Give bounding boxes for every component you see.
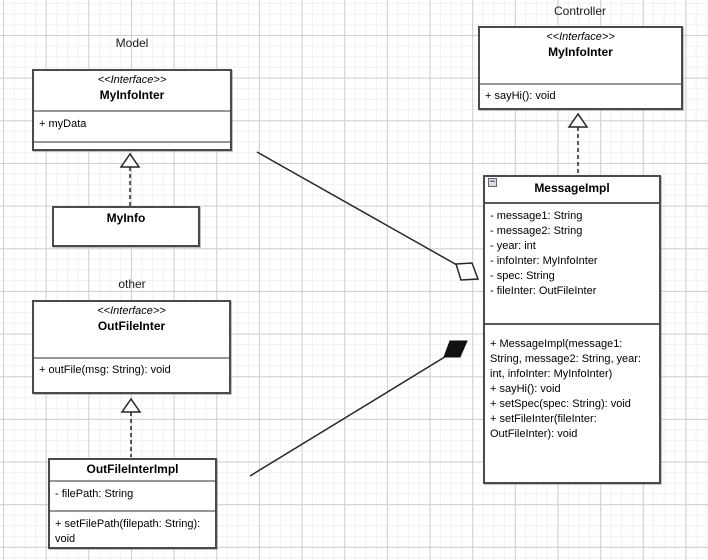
stereotype-label: <<Interface>> — [546, 31, 615, 43]
member-line: + outFile(msg: String): void — [39, 364, 171, 376]
member-line: - year: int — [490, 240, 536, 252]
class-name: MyInfoInter — [99, 88, 165, 102]
member-line: + setFileInter(fileInter: OutFileInter):… — [490, 413, 597, 440]
methods-compartment: + sayHi(): void — [480, 83, 681, 108]
member-line: - filePath: String — [55, 488, 134, 500]
member-line: + setSpec(spec: String): void — [490, 398, 631, 410]
class-name: MyInfoInter — [548, 45, 613, 59]
member-line: + MessageImpl(message1: String, message2… — [490, 338, 642, 380]
package-label-other: other — [118, 277, 146, 291]
realization-connector-outfileinterimpl[interactable] — [120, 397, 142, 457]
class-name: MessageImpl — [534, 181, 610, 195]
member-line: + sayHi(): void — [490, 383, 561, 395]
member-line: + sayHi(): void — [485, 90, 556, 102]
inheritance-triangle-icon — [119, 152, 141, 168]
member-line: + myData — [39, 118, 87, 130]
class-box-myinfointer-model[interactable]: <<Interface>> MyInfoInter + myData — [32, 69, 232, 151]
methods-compartment — [34, 141, 230, 149]
inheritance-triangle-icon — [120, 397, 142, 413]
methods-compartment: + setFilePath(filepath: String): void — [50, 510, 215, 547]
composition-connector[interactable] — [249, 340, 468, 477]
inheritance-triangle-icon — [567, 112, 589, 128]
class-box-outfileinterimpl[interactable]: OutFileInterImpl - filePath: String + se… — [48, 458, 217, 549]
class-name: OutFileInter — [97, 319, 166, 333]
attributes-compartment: + myData — [34, 110, 230, 141]
member-line: - fileInter: OutFileInter — [490, 285, 597, 297]
member-line: - infoInter: MyInfoInter — [490, 255, 598, 267]
package-label-controller: Controller — [553, 4, 607, 18]
package-label-model: Model — [115, 36, 149, 50]
class-box-outfileinter[interactable]: <<Interface>> OutFileInter + outFile(msg… — [32, 300, 231, 394]
stereotype-label: <<Interface>> — [97, 74, 167, 86]
member-line: - message1: String — [490, 210, 583, 222]
class-box-messageimpl[interactable]: − MessageImpl - message1: String- messag… — [483, 175, 661, 484]
attributes-compartment: - message1: String - message2: String - ye… — [485, 202, 659, 323]
collapse-icon[interactable]: − — [488, 177, 497, 187]
realization-connector-myinfo[interactable] — [119, 152, 141, 206]
member-line: - message2: String — [490, 225, 583, 237]
aggregation-connector[interactable] — [256, 151, 480, 281]
class-box-myinfointer-controller[interactable]: <<Interface>> MyInfoInter + sayHi(): voi… — [478, 26, 683, 110]
methods-compartment: + outFile(msg: String): void — [34, 357, 229, 392]
class-box-myinfo[interactable]: MyInfo — [52, 206, 200, 247]
member-line: + setFilePath(filepath: String): void — [55, 518, 201, 545]
realization-connector-messageimpl[interactable] — [567, 112, 589, 174]
class-name: MyInfo — [106, 211, 146, 225]
attributes-compartment: - filePath: String — [50, 480, 215, 510]
aggregation-diamond-icon — [454, 262, 480, 281]
member-line: - spec: String — [490, 270, 555, 282]
methods-compartment: + MessageImpl(message1: String, message2… — [485, 323, 659, 482]
composition-diamond-icon — [443, 340, 468, 358]
class-name: OutFileInterImpl — [86, 462, 179, 476]
stereotype-label: <<Interface>> — [97, 305, 166, 317]
